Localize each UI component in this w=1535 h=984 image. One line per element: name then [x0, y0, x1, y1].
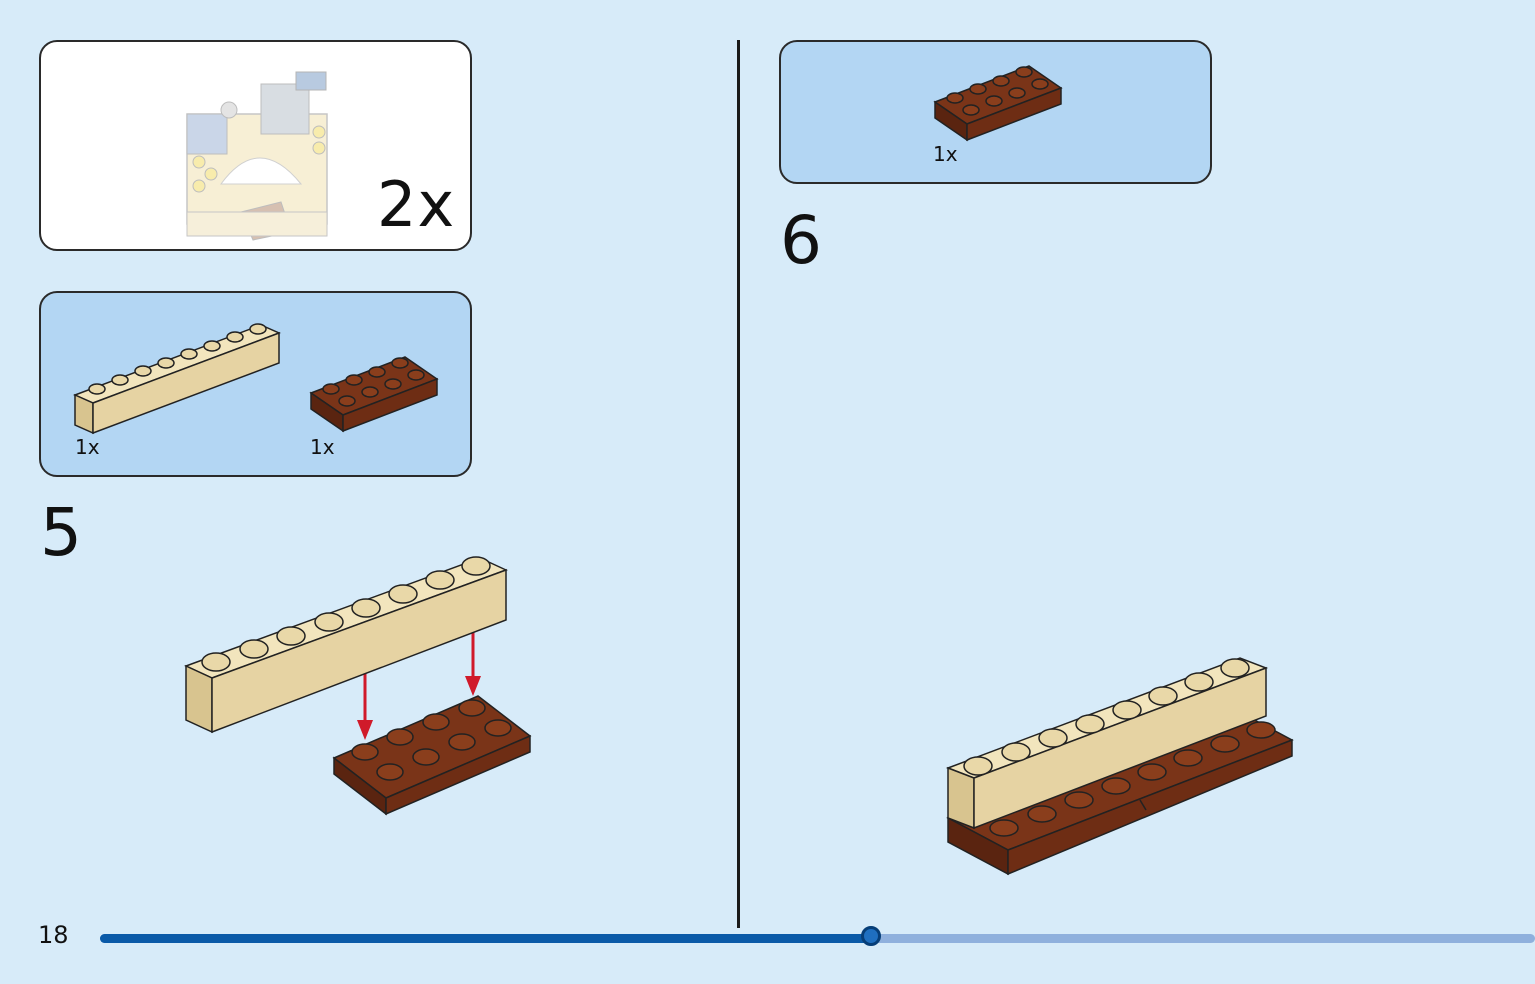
step6-parts-list: 1x [779, 40, 1212, 184]
step5-assembly [184, 556, 532, 816]
page-number: 18 [38, 921, 69, 949]
submodel-multiplier: 2x [377, 168, 456, 241]
page-divider [737, 40, 740, 928]
part-qty-brown-plate: 1x [310, 435, 335, 459]
part-brown-plate-2x4 [309, 356, 439, 433]
submodel-callout: 2x [39, 40, 472, 251]
progress-handle [861, 926, 881, 946]
step6-assembly [945, 657, 1294, 876]
step-number-6: 6 [780, 202, 822, 279]
part-tan-brick-1x8 [73, 323, 281, 435]
progress-fill [100, 934, 871, 943]
step-number-5: 5 [40, 494, 82, 571]
submodel-image [186, 71, 328, 241]
progress-bar [100, 926, 1535, 946]
step5-parts-list: 1x 1x [39, 291, 472, 477]
part-qty-brown-plate-step6: 1x [933, 142, 958, 166]
part-brown-plate-2x4-step6 [933, 65, 1063, 142]
part-qty-tan-brick: 1x [75, 435, 100, 459]
